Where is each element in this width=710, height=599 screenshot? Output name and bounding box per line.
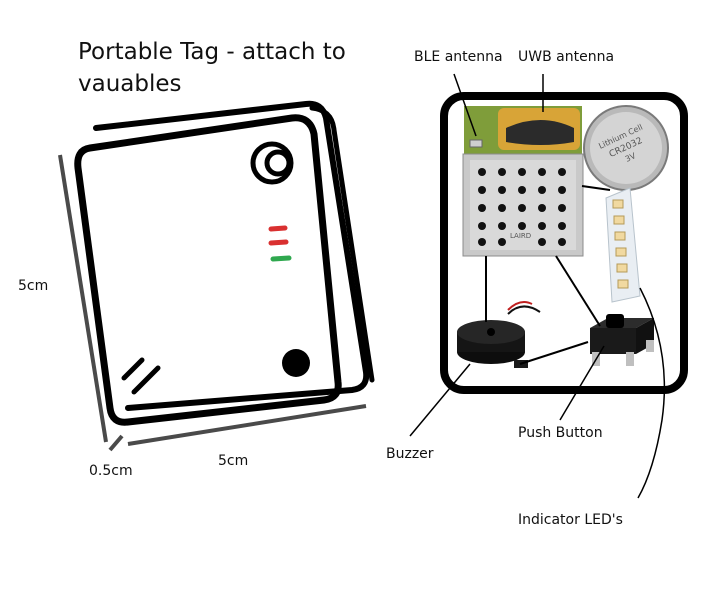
- push-button-component: [590, 314, 654, 366]
- push-button-label: Push Button: [518, 425, 603, 441]
- leader-lines: [409, 73, 666, 499]
- indicator-leds-label: Indicator LED's: [518, 512, 623, 528]
- depth-dimension-line: [108, 434, 124, 452]
- tag-device: [74, 100, 375, 426]
- tag-glare-marks: [121, 357, 161, 395]
- width-label: 5cm: [218, 453, 249, 469]
- tag-led-green: [270, 255, 292, 262]
- width-dimension-line: [127, 404, 367, 446]
- led-strip: [605, 187, 641, 303]
- depth-label: 0.5cm: [89, 463, 133, 479]
- tag-led-red-1: [268, 225, 288, 232]
- tag-button-dot: [282, 349, 310, 377]
- height-dimension-line: [58, 154, 108, 443]
- uwb-antenna-label: UWB antenna: [518, 49, 615, 65]
- connector-lines: [485, 185, 611, 365]
- module-marking: LAIRD: [510, 232, 531, 240]
- tag-led-red-2: [268, 239, 289, 246]
- tag-lens-icon: [250, 141, 294, 185]
- buzzer-label: Buzzer: [386, 446, 434, 462]
- ble-uwb-module: LAIRD: [462, 106, 584, 257]
- internals-enclosure: [440, 92, 688, 394]
- height-label: 5cm: [18, 278, 49, 294]
- diagram-title: Portable Tag - attach to vauables: [78, 39, 346, 97]
- coin-cell-battery: Lithium Cell CR2032 3V: [583, 105, 669, 191]
- buzzer-component: [457, 301, 541, 368]
- ble-antenna-label: BLE antenna: [414, 49, 503, 65]
- battery-text-3: 3V: [624, 151, 638, 164]
